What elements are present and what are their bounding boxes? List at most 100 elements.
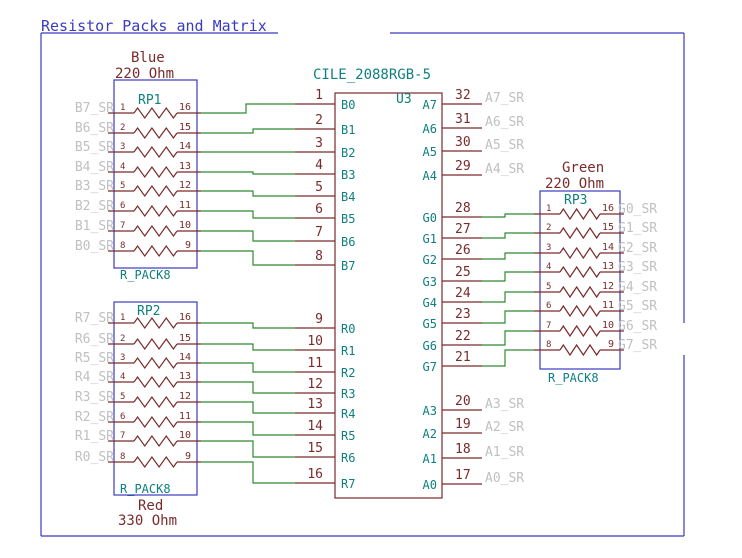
rp1-body[interactable]: [113, 79, 198, 269]
rp2-pin-number: 4: [120, 372, 125, 382]
u3-pin-name: B1: [341, 123, 355, 137]
net-label: R5_SR: [75, 351, 114, 366]
rp3-pin-number: 10: [602, 320, 614, 331]
rp1-pin-number: 13: [179, 161, 191, 172]
rp2-footprint: R_PACK8: [120, 482, 171, 496]
wire: [482, 213, 534, 218]
net-label: B3_SR: [75, 179, 114, 194]
net-label: B2_SR: [75, 199, 114, 214]
rp2-pin-number: 14: [179, 352, 191, 363]
rp3-resistor: [559, 246, 601, 260]
wire: [201, 250, 295, 266]
u3-pin-number: 11: [307, 356, 323, 371]
schematic-wiring: 1B02B13B24B35B46B57B68B79R010R111R212R31…: [75, 88, 657, 492]
rp3-pin-number: 2: [546, 223, 551, 233]
rp2-resistor: [133, 455, 178, 469]
net-label: R7_SR: [75, 311, 114, 326]
u3-pin-number: 15: [307, 441, 323, 456]
u3-pin-name: B4: [341, 190, 355, 204]
net-label: R4_SR: [75, 370, 114, 385]
u3-pin-name: G2: [423, 253, 437, 267]
rp2-pin-number: 16: [179, 312, 191, 323]
rp2-resistor: [133, 395, 178, 409]
u3-pin-number: 20: [455, 394, 471, 409]
net-label: R3_SR: [75, 390, 114, 405]
net-label: A2_SR: [485, 420, 524, 435]
u3-body[interactable]: [334, 92, 443, 499]
u3-pin-number: 29: [455, 159, 471, 174]
wire: [201, 381, 295, 394]
rp2-pin-number: 8: [120, 452, 125, 462]
net-label: B1_SR: [75, 219, 114, 234]
wire: [482, 252, 534, 260]
rp3-pin-number: 12: [602, 281, 614, 292]
u3-pin-number: 23: [455, 307, 471, 322]
u3-pin-number: 4: [315, 158, 323, 173]
rp1-footprint: R_PACK8: [120, 268, 171, 282]
u3-pin-name: R5: [341, 429, 355, 443]
rp1-pin-number: 1: [120, 103, 125, 113]
rp1-group-label: Blue: [131, 50, 165, 66]
u3-pin-number: 7: [315, 225, 323, 240]
u3-pin-number: 31: [455, 112, 471, 127]
net-label: A7_SR: [485, 91, 524, 106]
rp1-pin-number: 8: [120, 241, 125, 251]
u3-pin-name: A3: [423, 404, 437, 418]
u3-pin-number: 30: [455, 135, 471, 150]
rp3-resistor: [559, 324, 601, 338]
u3-pin-number: 8: [315, 249, 323, 264]
rp3-resistor: [559, 265, 601, 279]
rp1-resistor: [133, 165, 178, 179]
rp3-pin-number: 6: [546, 301, 551, 311]
u3-pin-name: A4: [423, 169, 437, 183]
u3-pin-name: A2: [423, 427, 437, 441]
net-label: B6_SR: [75, 121, 114, 136]
u3-pin-name: B0: [341, 98, 355, 112]
rp2-value: 330 Ohm: [118, 513, 177, 529]
rp1-resistor: [133, 145, 178, 159]
net-label: B4_SR: [75, 160, 114, 175]
rp2-pin-number: 9: [185, 451, 191, 462]
rp3-pin-number: 16: [602, 203, 614, 214]
u3-pin-name: R6: [341, 451, 355, 465]
rp3-resistor: [559, 285, 601, 299]
u3-ref: U3: [396, 92, 412, 107]
rp3-pin-number: 11: [602, 300, 614, 311]
net-label: R6_SR: [75, 332, 114, 347]
rp2-group-label: Red: [138, 498, 163, 514]
u3-pin-number: 27: [455, 222, 471, 237]
rp2-resistor: [133, 415, 178, 429]
u3-pin-name: B2: [341, 146, 355, 160]
rp3-resistor: [559, 343, 601, 357]
rp1-pin-number: 9: [185, 240, 191, 251]
rp2-body[interactable]: [113, 301, 198, 496]
wire: [482, 291, 534, 303]
rp2-pin-number: 3: [120, 353, 125, 363]
wire: [482, 232, 534, 239]
wire: [201, 421, 295, 436]
rp3-body[interactable]: [539, 190, 621, 370]
rp2-pin-number: 15: [179, 333, 191, 344]
u3-pin-name: R1: [341, 344, 355, 358]
rp3-value: 220 Ohm: [545, 176, 604, 192]
u3-pin-number: 17: [455, 468, 471, 483]
rp1-value: 220 Ohm: [115, 66, 174, 82]
sheet-frame: [40, 32, 685, 537]
rp2-pin-number: 6: [120, 412, 125, 422]
net-label: A4_SR: [485, 162, 524, 177]
u3-pin-number: 32: [455, 88, 471, 103]
net-label: B5_SR: [75, 140, 114, 155]
u3-pin-name: G6: [423, 339, 437, 353]
rp1-pin-number: 11: [179, 200, 191, 211]
wire: [201, 128, 295, 134]
u3-pin-number: 18: [455, 442, 471, 457]
net-label: G3_SR: [618, 260, 657, 275]
sheet-title: Resistor Packs and Matrix: [41, 17, 267, 35]
net-label: G1_SR: [618, 221, 657, 236]
u3-pin-name: A1: [423, 452, 437, 466]
rp3-pin-number: 5: [546, 282, 551, 292]
u3-pin-name: A5: [423, 145, 437, 159]
rp2-ref: RP2: [137, 304, 160, 319]
u3-pin-name: G4: [423, 296, 437, 310]
